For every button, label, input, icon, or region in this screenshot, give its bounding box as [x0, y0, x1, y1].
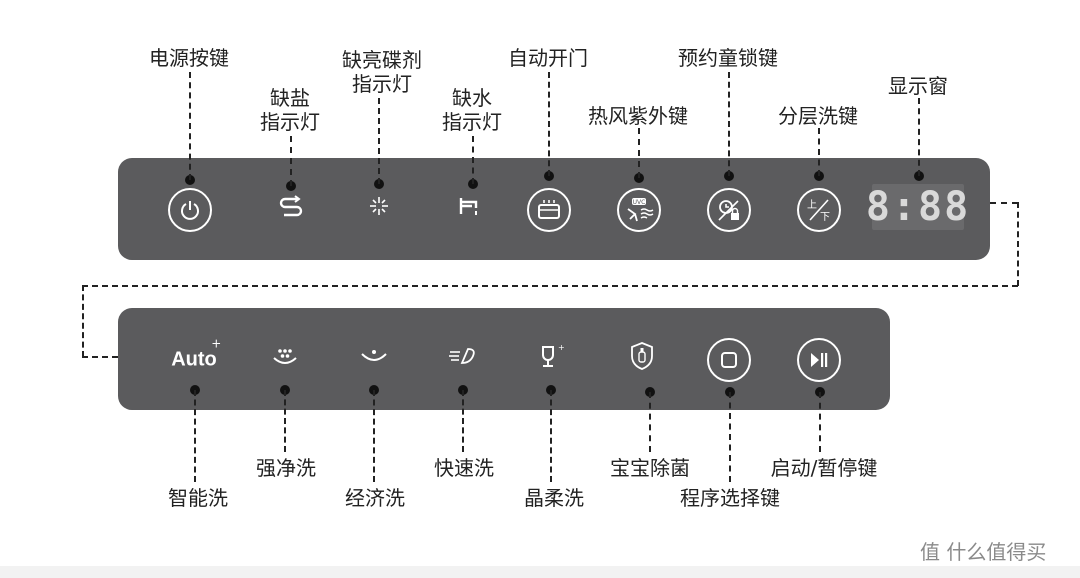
- rinse-aid-indicator: [368, 195, 390, 221]
- baby-sterilize-button[interactable]: [630, 341, 654, 375]
- callout-line: [194, 390, 196, 482]
- callout-line: [472, 136, 474, 184]
- label-water-indicator: 缺水 指示灯: [442, 86, 502, 134]
- connector-line: [1017, 202, 1019, 286]
- bottom-control-panel: [118, 308, 890, 410]
- label-layer-wash: 分层洗键: [778, 104, 858, 128]
- dishwasher-open-icon: [538, 200, 560, 219]
- program-select-button[interactable]: [707, 338, 751, 382]
- faucet-icon: [459, 198, 478, 215]
- auto-icon: Auto: [171, 348, 217, 371]
- callout-line: [918, 98, 920, 176]
- callout-line: [290, 136, 292, 186]
- connector-line: [82, 285, 1018, 287]
- label-display: 显示窗: [888, 74, 948, 98]
- label-uv-hot-air: 热风紫外键: [588, 104, 688, 128]
- label-quick-wash: 快速洗: [434, 456, 494, 480]
- intensive-wash-button[interactable]: [271, 346, 299, 370]
- label-power-button: 电源按键: [149, 46, 229, 70]
- callout-line: [373, 390, 375, 482]
- callout-dot: [374, 179, 384, 189]
- label-salt-indicator: 缺盐 指示灯: [260, 86, 320, 134]
- uv-hot-air-button[interactable]: UVC: [617, 188, 661, 232]
- salt-indicator: [278, 194, 304, 222]
- display-window: 8:88: [866, 184, 968, 230]
- power-icon: [181, 201, 199, 220]
- eco-icon: [361, 350, 387, 361]
- smart-wash-button[interactable]: Auto +: [171, 336, 222, 371]
- callout-line: [638, 128, 640, 178]
- svg-text:+: +: [558, 343, 564, 352]
- sparkle-icon: [370, 197, 388, 215]
- upper-lower-icon: 上 下: [807, 199, 830, 223]
- callout-dot: [914, 171, 924, 181]
- svg-text:UVC: UVC: [633, 199, 646, 206]
- callout-line: [462, 390, 464, 452]
- callout-line: [548, 72, 550, 176]
- label-glass-wash: 晶柔洗: [524, 486, 584, 510]
- quick-icon: [449, 348, 475, 364]
- watermark: 值 什么值得买: [920, 540, 1047, 564]
- callout-line: [189, 72, 191, 180]
- display-digits: 8:88: [865, 184, 971, 230]
- callout-line: [649, 392, 651, 452]
- connector-line: [990, 202, 1018, 204]
- quick-wash-button[interactable]: [448, 346, 478, 370]
- intensive-icon: [273, 349, 297, 364]
- callout-dot: [185, 175, 195, 185]
- glass-wash-button[interactable]: +: [538, 343, 565, 373]
- clock-lock-icon: [718, 200, 739, 221]
- callout-line: [728, 72, 730, 176]
- label-start-pause: 启动/暂停键: [770, 456, 878, 480]
- auto-door-button[interactable]: [527, 188, 571, 232]
- shield-bottle-icon: [631, 342, 653, 370]
- delay-child-lock-button[interactable]: [707, 188, 751, 232]
- callout-line: [818, 128, 820, 176]
- uv-fan-icon: UVC: [627, 198, 654, 222]
- callout-dot: [634, 173, 644, 183]
- callout-dot: [468, 179, 478, 189]
- label-smart-wash: 智能洗: [168, 486, 228, 510]
- label-baby-sterilize: 宝宝除菌: [610, 456, 690, 480]
- svg-text:上: 上: [807, 199, 817, 211]
- callout-line: [819, 392, 821, 452]
- play-pause-icon: [811, 353, 828, 367]
- callout-line: [378, 98, 380, 184]
- start-pause-button[interactable]: [797, 338, 841, 382]
- water-indicator: [458, 194, 482, 222]
- label-auto-door: 自动开门: [508, 46, 588, 70]
- label-delay-lock: 预约童锁键: [678, 46, 778, 70]
- callout-dot: [286, 181, 296, 191]
- label-intensive-wash: 强净洗: [256, 456, 316, 480]
- callout-dot: [724, 171, 734, 181]
- label-rinse-indicator: 缺亮碟剂 指示灯: [342, 48, 422, 96]
- label-program-select: 程序选择键: [680, 486, 780, 510]
- power-button[interactable]: [168, 188, 212, 232]
- connector-line: [82, 356, 118, 358]
- callout-line: [284, 390, 286, 452]
- svg-text:下: 下: [820, 212, 830, 223]
- label-eco-wash: 经济洗: [345, 486, 405, 510]
- callout-line: [729, 392, 731, 482]
- program-icon: [721, 352, 737, 368]
- callout-line: [550, 390, 552, 482]
- wine-glass-icon: +: [542, 343, 565, 367]
- callout-dot: [814, 171, 824, 181]
- footer-strip: [0, 566, 1080, 578]
- layer-wash-button[interactable]: 上 下: [797, 188, 841, 232]
- connector-line: [82, 285, 84, 357]
- callout-dot: [544, 171, 554, 181]
- eco-wash-button[interactable]: [359, 346, 389, 370]
- salt-icon: [279, 195, 303, 217]
